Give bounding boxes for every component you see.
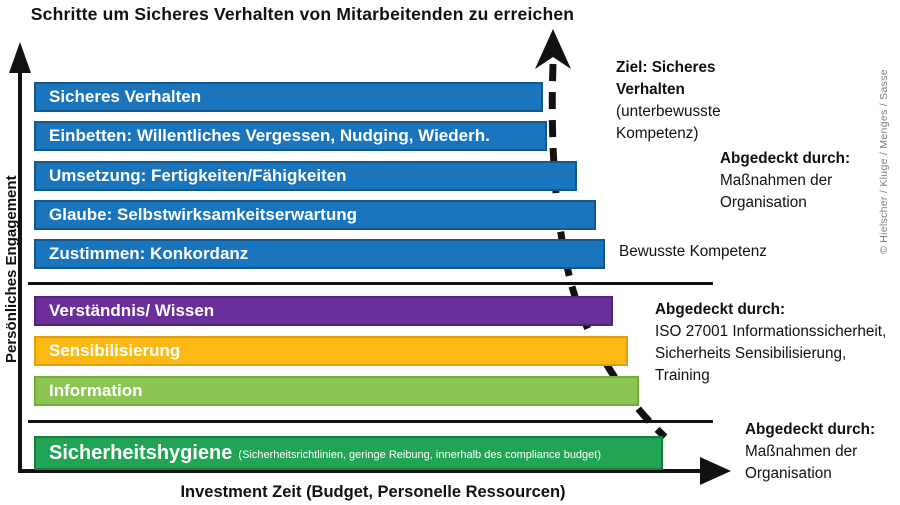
bar-verstaendnis-label: Verständnis/ Wissen (49, 301, 215, 320)
bar-verstaendnis: Verständnis/ Wissen (34, 296, 613, 326)
bar-einbetten-label: Einbetten: Willentliches Vergessen, Nudg… (49, 126, 490, 145)
annotation-abgedeckt-unten-line: Organisation (745, 465, 832, 482)
copyright-credit: © Hielscher / Kluge / Menges / Sasse (878, 69, 890, 254)
annotation-bewusste-kompetenz: Bewusste Kompetenz (619, 241, 839, 263)
bar-sicheres-verhalten-label: Sicheres Verhalten (49, 87, 202, 106)
y-axis-line (18, 60, 22, 472)
annotation-abgedeckt-iso-line: Training (655, 367, 710, 384)
bar-sicheres-verhalten: Sicheres Verhalten (34, 82, 543, 112)
annotation-ziel-line: (unterbewusste (616, 103, 721, 120)
annotation-ziel-line: Kompetenz) (616, 125, 699, 142)
bar-umsetzung-label: Umsetzung: Fertigkeiten/Fähigkeiten (49, 166, 347, 185)
dashed-curve-arrowhead-icon (535, 29, 571, 69)
annotation-abgedeckt-oben-line: Abgedeckt durch: (720, 150, 851, 167)
annotation-ziel-line: Verhalten (616, 81, 685, 98)
x-axis-arrowhead-icon (700, 457, 731, 485)
bar-zustimmen: Zustimmen: Konkordanz (34, 239, 605, 269)
annotation-abgedeckt-oben-line: Maßnahmen der (720, 172, 833, 189)
bar-glaube-label: Glaube: Selbstwirksamkeitserwartung (49, 205, 357, 224)
x-axis-label: Investment Zeit (Budget, Personelle Ress… (180, 483, 566, 501)
x-axis-line (18, 469, 704, 473)
bar-einbetten: Einbetten: Willentliches Vergessen, Nudg… (34, 121, 547, 151)
bar-umsetzung: Umsetzung: Fertigkeiten/Fähigkeiten (34, 161, 577, 191)
annotation-abgedeckt-iso-line: Sicherheits Sensibilisierung, (655, 345, 847, 362)
annotation-abgedeckt-unten-line: Abgedeckt durch: (745, 421, 876, 438)
y-axis-label: Persönliches Engagement (3, 175, 20, 363)
bar-glaube: Glaube: Selbstwirksamkeitserwartung (34, 200, 596, 230)
y-axis-arrowhead-icon (9, 42, 31, 73)
annotation-abgedeckt-oben-line: Organisation (720, 194, 807, 211)
annotation-abgedeckt-iso-line: ISO 27001 Informationssicherheit, (655, 323, 887, 340)
bar-sicherheitshygiene-label: Sicherheitshygiene (49, 441, 233, 464)
bar-sicherheitshygiene-sublabel: (Sicherheitsrichtlinien, geringe Reibung… (238, 449, 602, 461)
annotation-abgedeckt-iso-line: Abgedeckt durch: (655, 301, 786, 318)
bar-information: Information (34, 376, 639, 406)
bar-sicherheitshygiene: Sicherheitshygiene (Sicherheitsrichtlinie… (34, 436, 663, 470)
bar-zustimmen-label: Zustimmen: Konkordanz (49, 244, 249, 263)
bar-sensibilisierung: Sensibilisierung (34, 336, 628, 366)
bar-information-label: Information (49, 381, 143, 400)
bar-sensibilisierung-label: Sensibilisierung (49, 341, 181, 360)
annotation-abgedeckt-iso: Abgedeckt durch: ISO 27001 Informationssi… (655, 299, 900, 387)
separator-line-top (28, 282, 713, 285)
separator-line-bottom (28, 420, 713, 423)
annotation-ziel-line: Ziel: Sicheres (616, 59, 716, 76)
annotation-abgedeckt-unten-line: Maßnahmen der (745, 443, 858, 460)
annotation-bewusste-kompetenz-line: Bewusste Kompetenz (619, 243, 767, 260)
page-title: Schritte um Sicheres Verhalten von Mitar… (30, 4, 575, 24)
